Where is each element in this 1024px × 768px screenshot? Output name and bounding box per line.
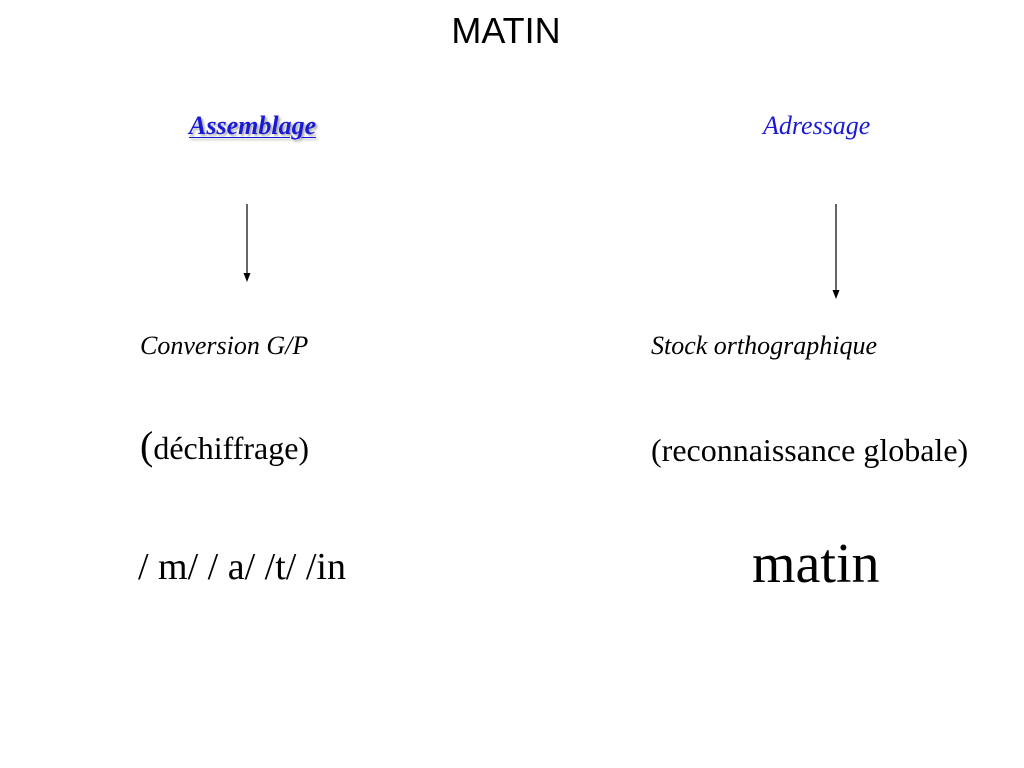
whole-word: matin	[752, 533, 880, 595]
heading-assemblage: Assemblage	[189, 111, 317, 140]
label-conversion-gp: Conversion G/P	[140, 331, 309, 360]
dechiffrage-text: déchiffrage)	[153, 430, 310, 466]
phoneme-sequence: / m/ / a/ /t/ /in	[138, 546, 346, 588]
down-arrow-icon	[832, 204, 840, 299]
label-stock-orthographique: Stock orthographique	[651, 331, 878, 360]
slide-title: MATIN	[451, 10, 561, 51]
down-arrow-icon	[243, 204, 251, 282]
heading-adressage: Adressage	[763, 111, 871, 140]
sub-reconnaissance-globale: (reconnaissance globale)	[651, 432, 969, 468]
open-paren: (	[140, 423, 154, 468]
sub-dechiffrage: (déchiffrage)	[140, 426, 309, 468]
